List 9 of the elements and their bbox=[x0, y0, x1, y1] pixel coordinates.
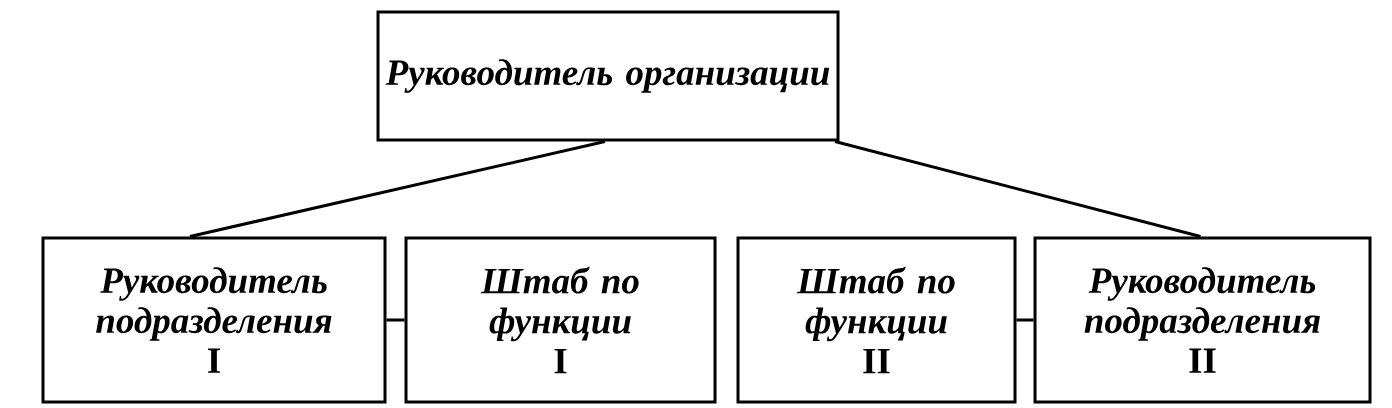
org-box: Штаб по функции I bbox=[404, 236, 717, 404]
connector-line bbox=[1016, 318, 1034, 322]
connector-line bbox=[834, 140, 1201, 238]
connector-line bbox=[189, 140, 606, 238]
org-box: Руководитель подразделения I bbox=[41, 236, 387, 404]
org-box: Штаб по функции II bbox=[736, 236, 1017, 404]
org-box: Руководитель подразделения II bbox=[1033, 236, 1372, 404]
connector-line bbox=[386, 318, 405, 322]
org-box: Руководитель организации bbox=[376, 10, 840, 142]
